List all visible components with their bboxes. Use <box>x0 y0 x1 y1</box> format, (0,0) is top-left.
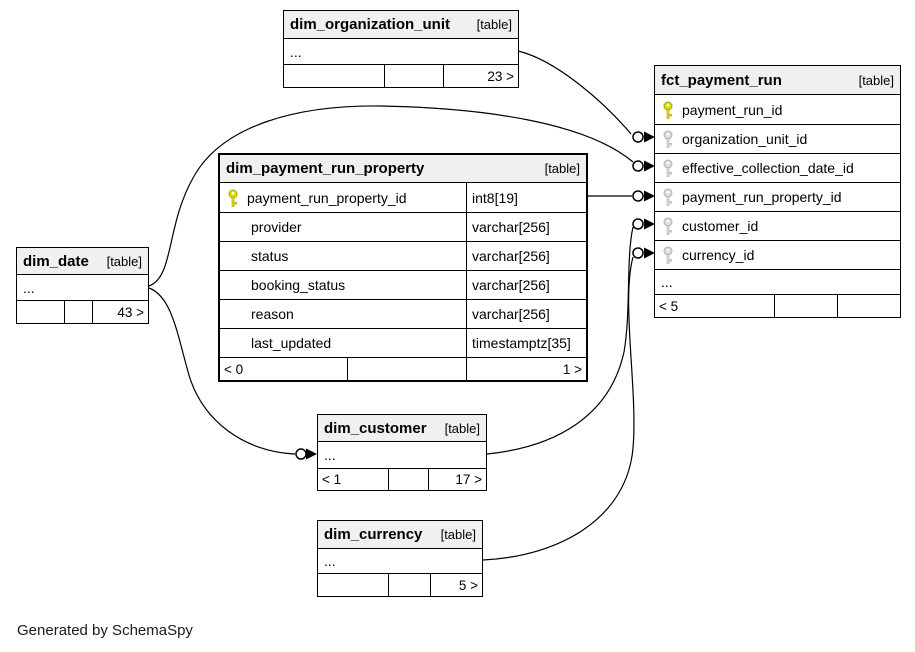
table-name: dim_date <box>23 252 89 270</box>
column-name: reason <box>251 306 294 322</box>
column-row: effective_collection_date_id <box>655 153 900 182</box>
foreign-key-icon <box>663 159 673 177</box>
table-type-label: [table] <box>858 72 894 88</box>
column-type: varchar[256] <box>466 213 586 241</box>
table-footer: < 5 <box>655 294 900 317</box>
footer-middle <box>774 295 837 317</box>
column-name: provider <box>251 219 302 235</box>
column-type: varchar[256] <box>466 242 586 270</box>
footer-middle <box>388 469 428 490</box>
column-name: organization_unit_id <box>682 131 808 147</box>
relationship-customer <box>486 218 655 455</box>
foreign-key-icon <box>663 246 673 264</box>
table-header: dim_organization_unit [table] <box>284 11 518 39</box>
table-name: dim_payment_run_property <box>226 160 425 177</box>
column-name: payment_run_property_id <box>682 189 842 205</box>
table-footer: 23 > <box>284 64 518 87</box>
column-row: payment_run_property_id int8[19] <box>220 183 586 212</box>
footer-parents <box>284 65 384 87</box>
footer-middle <box>64 301 92 323</box>
column-name: currency_id <box>682 247 755 263</box>
footer-children <box>837 295 900 317</box>
relationship-orgunit <box>517 50 655 143</box>
table-fct-payment-run[interactable]: fct_payment_run [table] payment_run_id o… <box>654 65 901 318</box>
footer-children: 5 > <box>430 574 482 596</box>
table-type-label: [table] <box>544 161 580 176</box>
column-type: int8[19] <box>466 183 586 212</box>
footer-children: 43 > <box>92 301 148 323</box>
relationship-currency <box>482 247 655 561</box>
column-name: status <box>251 248 289 264</box>
relationship-date-fct <box>148 105 655 287</box>
generated-by-label: Generated by SchemaSpy <box>17 622 193 639</box>
primary-key-icon <box>663 101 673 119</box>
ellipsis-row: ... <box>324 553 336 569</box>
column-row: customer_id <box>655 211 900 240</box>
table-header: dim_customer [table] <box>318 415 486 442</box>
table-footer: 5 > <box>318 573 482 596</box>
footer-children: 23 > <box>443 65 518 87</box>
column-row: payment_run_id <box>655 95 900 124</box>
table-header: dim_currency [table] <box>318 521 482 549</box>
ellipsis-row: ... <box>23 279 35 296</box>
ellipsis-row: ... <box>655 269 900 294</box>
column-type: timestamptz[35] <box>466 329 586 357</box>
column-row: last_updated timestamptz[35] <box>220 328 586 357</box>
column-name: last_updated <box>251 335 332 351</box>
table-name: dim_customer <box>324 419 427 437</box>
table-footer: < 0 1 > <box>220 357 586 380</box>
column-row: payment_run_property_id <box>655 182 900 211</box>
table-header: dim_date [table] <box>17 248 148 275</box>
foreign-key-icon <box>663 188 673 206</box>
column-row: booking_status varchar[256] <box>220 270 586 299</box>
footer-parents <box>17 301 64 323</box>
foreign-key-icon <box>663 130 673 148</box>
column-row: provider varchar[256] <box>220 212 586 241</box>
ellipsis-row: ... <box>290 43 302 60</box>
footer-parents: < 0 <box>224 361 244 377</box>
column-row: reason varchar[256] <box>220 299 586 328</box>
footer-middle <box>347 358 466 380</box>
column-name: payment_run_property_id <box>247 189 407 206</box>
table-dim-customer[interactable]: dim_customer [table] ... < 1 17 > <box>317 414 487 491</box>
table-header: fct_payment_run [table] <box>655 66 900 95</box>
column-row: organization_unit_id <box>655 124 900 153</box>
column-row: status varchar[256] <box>220 241 586 270</box>
footer-children: 1 > <box>466 358 586 380</box>
footer-parents: < 5 <box>659 298 679 314</box>
table-type-label: [table] <box>440 527 476 542</box>
table-type-label: [table] <box>106 253 142 269</box>
table-dim-organization-unit[interactable]: dim_organization_unit [table] ... 23 > <box>283 10 519 88</box>
table-type-label: [table] <box>444 420 480 436</box>
ellipsis-row: ... <box>324 447 336 463</box>
foreign-key-icon <box>663 217 673 235</box>
column-name: customer_id <box>682 218 759 234</box>
footer-children: 17 > <box>428 469 486 490</box>
column-type: varchar[256] <box>466 300 586 328</box>
column-row: currency_id <box>655 240 900 269</box>
footer-middle <box>388 574 430 596</box>
table-dim-currency[interactable]: dim_currency [table] ... 5 > <box>317 520 483 597</box>
relationship-property <box>587 190 655 202</box>
column-name: effective_collection_date_id <box>682 160 854 176</box>
table-name: dim_currency <box>324 526 423 543</box>
primary-key-icon <box>228 189 238 207</box>
column-type: varchar[256] <box>466 271 586 299</box>
table-header: dim_payment_run_property [table] <box>220 155 586 183</box>
table-name: fct_payment_run <box>661 71 782 89</box>
relationship-date-customer <box>148 287 317 460</box>
table-dim-payment-run-property[interactable]: dim_payment_run_property [table] payment… <box>218 153 588 382</box>
footer-middle <box>384 65 443 87</box>
table-name: dim_organization_unit <box>290 16 451 33</box>
column-name: payment_run_id <box>682 101 783 118</box>
table-type-label: [table] <box>476 17 512 32</box>
column-name: booking_status <box>251 277 346 293</box>
footer-parents: < 1 <box>322 472 342 487</box>
table-dim-date[interactable]: dim_date [table] ... 43 > <box>16 247 149 324</box>
table-footer: 43 > <box>17 300 148 323</box>
footer-parents <box>318 574 388 596</box>
table-footer: < 1 17 > <box>318 468 486 490</box>
